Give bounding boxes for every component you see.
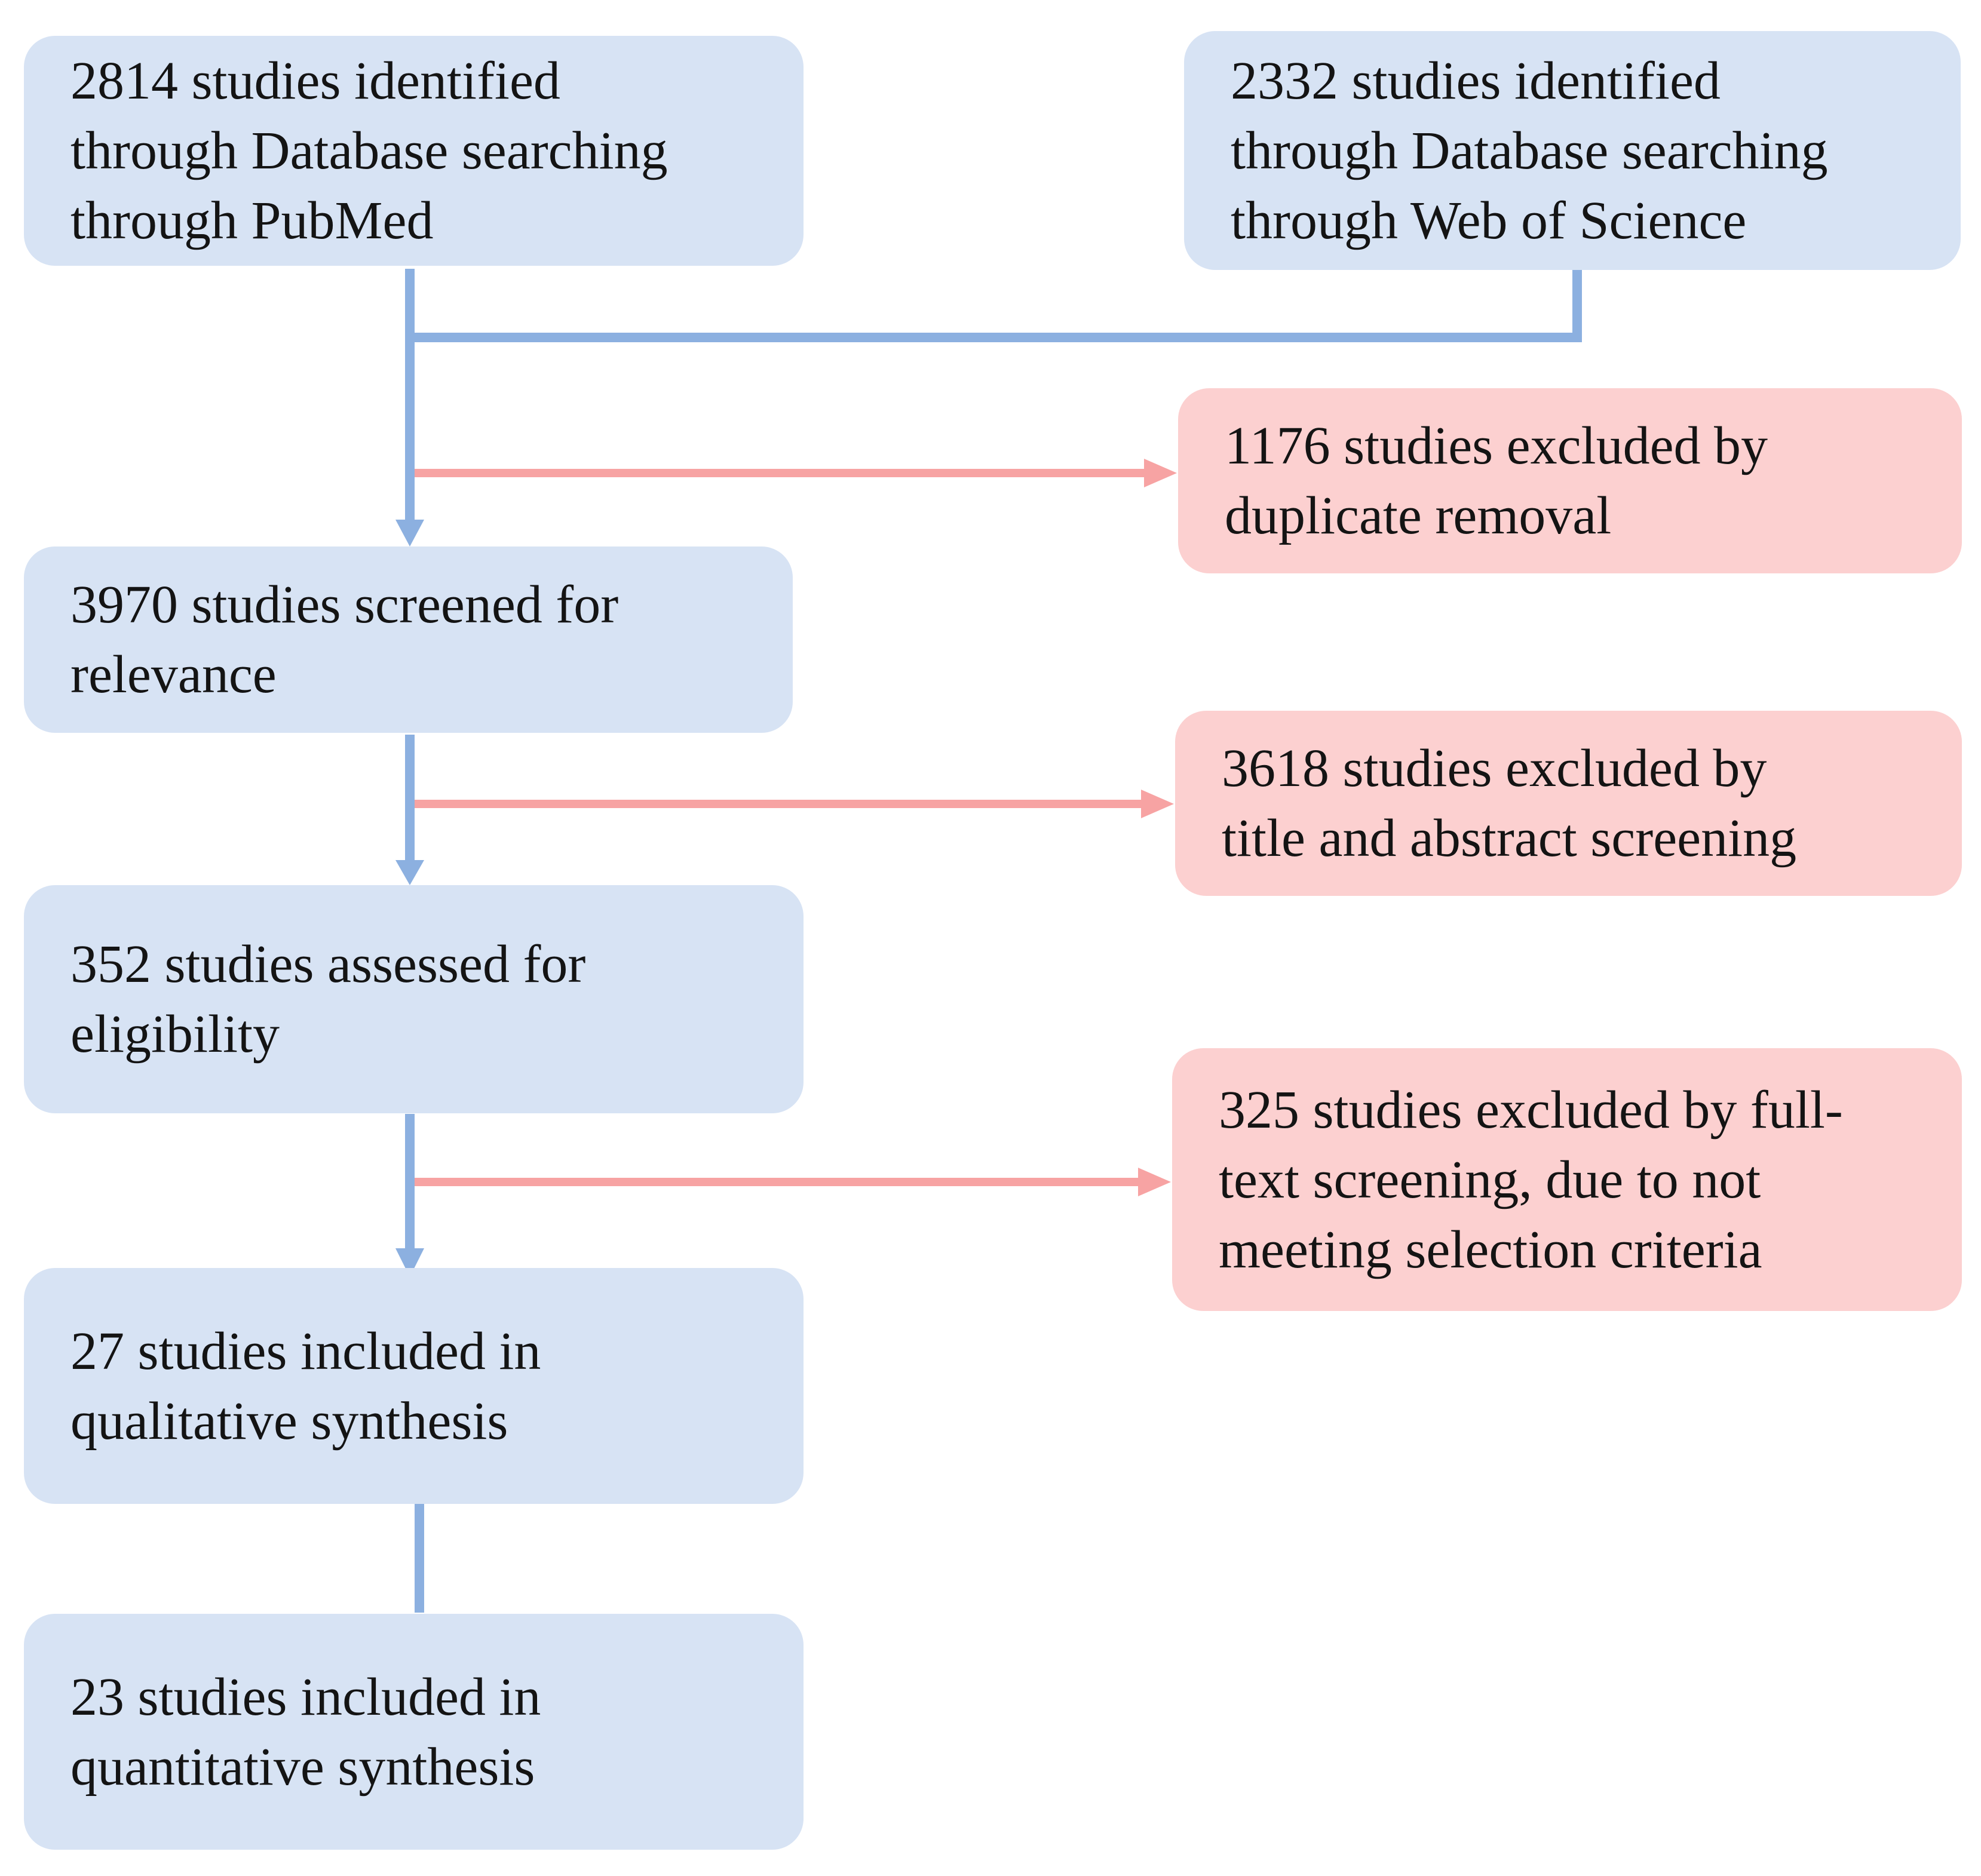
box-text-line: duplicate removal xyxy=(1225,486,1612,545)
quantitative-synthesis-box: 23 studies included in quantitative synt… xyxy=(24,1614,804,1850)
arrow-to-qualitative-head xyxy=(395,1248,424,1277)
box-text-line: 325 studies excluded by full- xyxy=(1219,1080,1843,1140)
box-text-line: 352 studies assessed for xyxy=(70,935,586,994)
qualitative-synthesis-box: 27 studies included in qualitative synth… xyxy=(24,1268,804,1504)
duplicates-excluded-box: 1176 studies excluded by duplicate remov… xyxy=(1178,388,1962,573)
box-text-line: text screening, due to not xyxy=(1219,1150,1761,1209)
box-text-line: 2814 studies identified xyxy=(70,51,560,110)
box-text-line: through PubMed xyxy=(70,191,434,250)
fulltext-exclusion-arrow-head xyxy=(1138,1168,1171,1196)
screened-box: 3970 studies screened for relevance xyxy=(24,546,793,733)
title-abstract-excluded-box: 3618 studies excluded by title and abstr… xyxy=(1175,711,1962,896)
box-text-line: through Database searching xyxy=(1231,121,1828,180)
pubmed-identified-box: 2814 studies identified through Database… xyxy=(24,36,804,266)
duplicates-exclusion-arrow-head xyxy=(1144,459,1177,487)
box-text-line: relevance xyxy=(70,645,277,704)
title-abstract-exclusion-arrow-head xyxy=(1141,790,1174,818)
box-text-line: quantitative synthesis xyxy=(70,1737,535,1797)
box-text-line: 1176 studies excluded by xyxy=(1225,416,1768,475)
box-text-line: title and abstract screening xyxy=(1222,809,1797,868)
arrow-to-eligibility-head xyxy=(395,860,424,885)
eligibility-box: 352 studies assessed for eligibility xyxy=(24,885,804,1113)
box-text-line: 3970 studies screened for xyxy=(70,575,619,634)
box-text-line: through Database searching xyxy=(70,121,668,180)
arrow-to-screened-head xyxy=(395,520,424,546)
wos-identified-box: 2332 studies identified through Database… xyxy=(1184,31,1961,270)
box-text-line: eligibility xyxy=(70,1005,280,1064)
fulltext-excluded-box: 325 studies excluded by full- text scree… xyxy=(1172,1048,1962,1311)
box-text-line: qualitative synthesis xyxy=(70,1391,508,1451)
box-text-line: 2332 studies identified xyxy=(1231,51,1721,110)
box-text-line: through Web of Science xyxy=(1231,191,1747,250)
box-text-line: 3618 studies excluded by xyxy=(1222,739,1767,798)
box-text-line: meeting selection criteria xyxy=(1219,1220,1762,1279)
box-text-line: 23 studies included in xyxy=(70,1667,541,1727)
box-text-line: 27 studies included in xyxy=(70,1321,541,1381)
